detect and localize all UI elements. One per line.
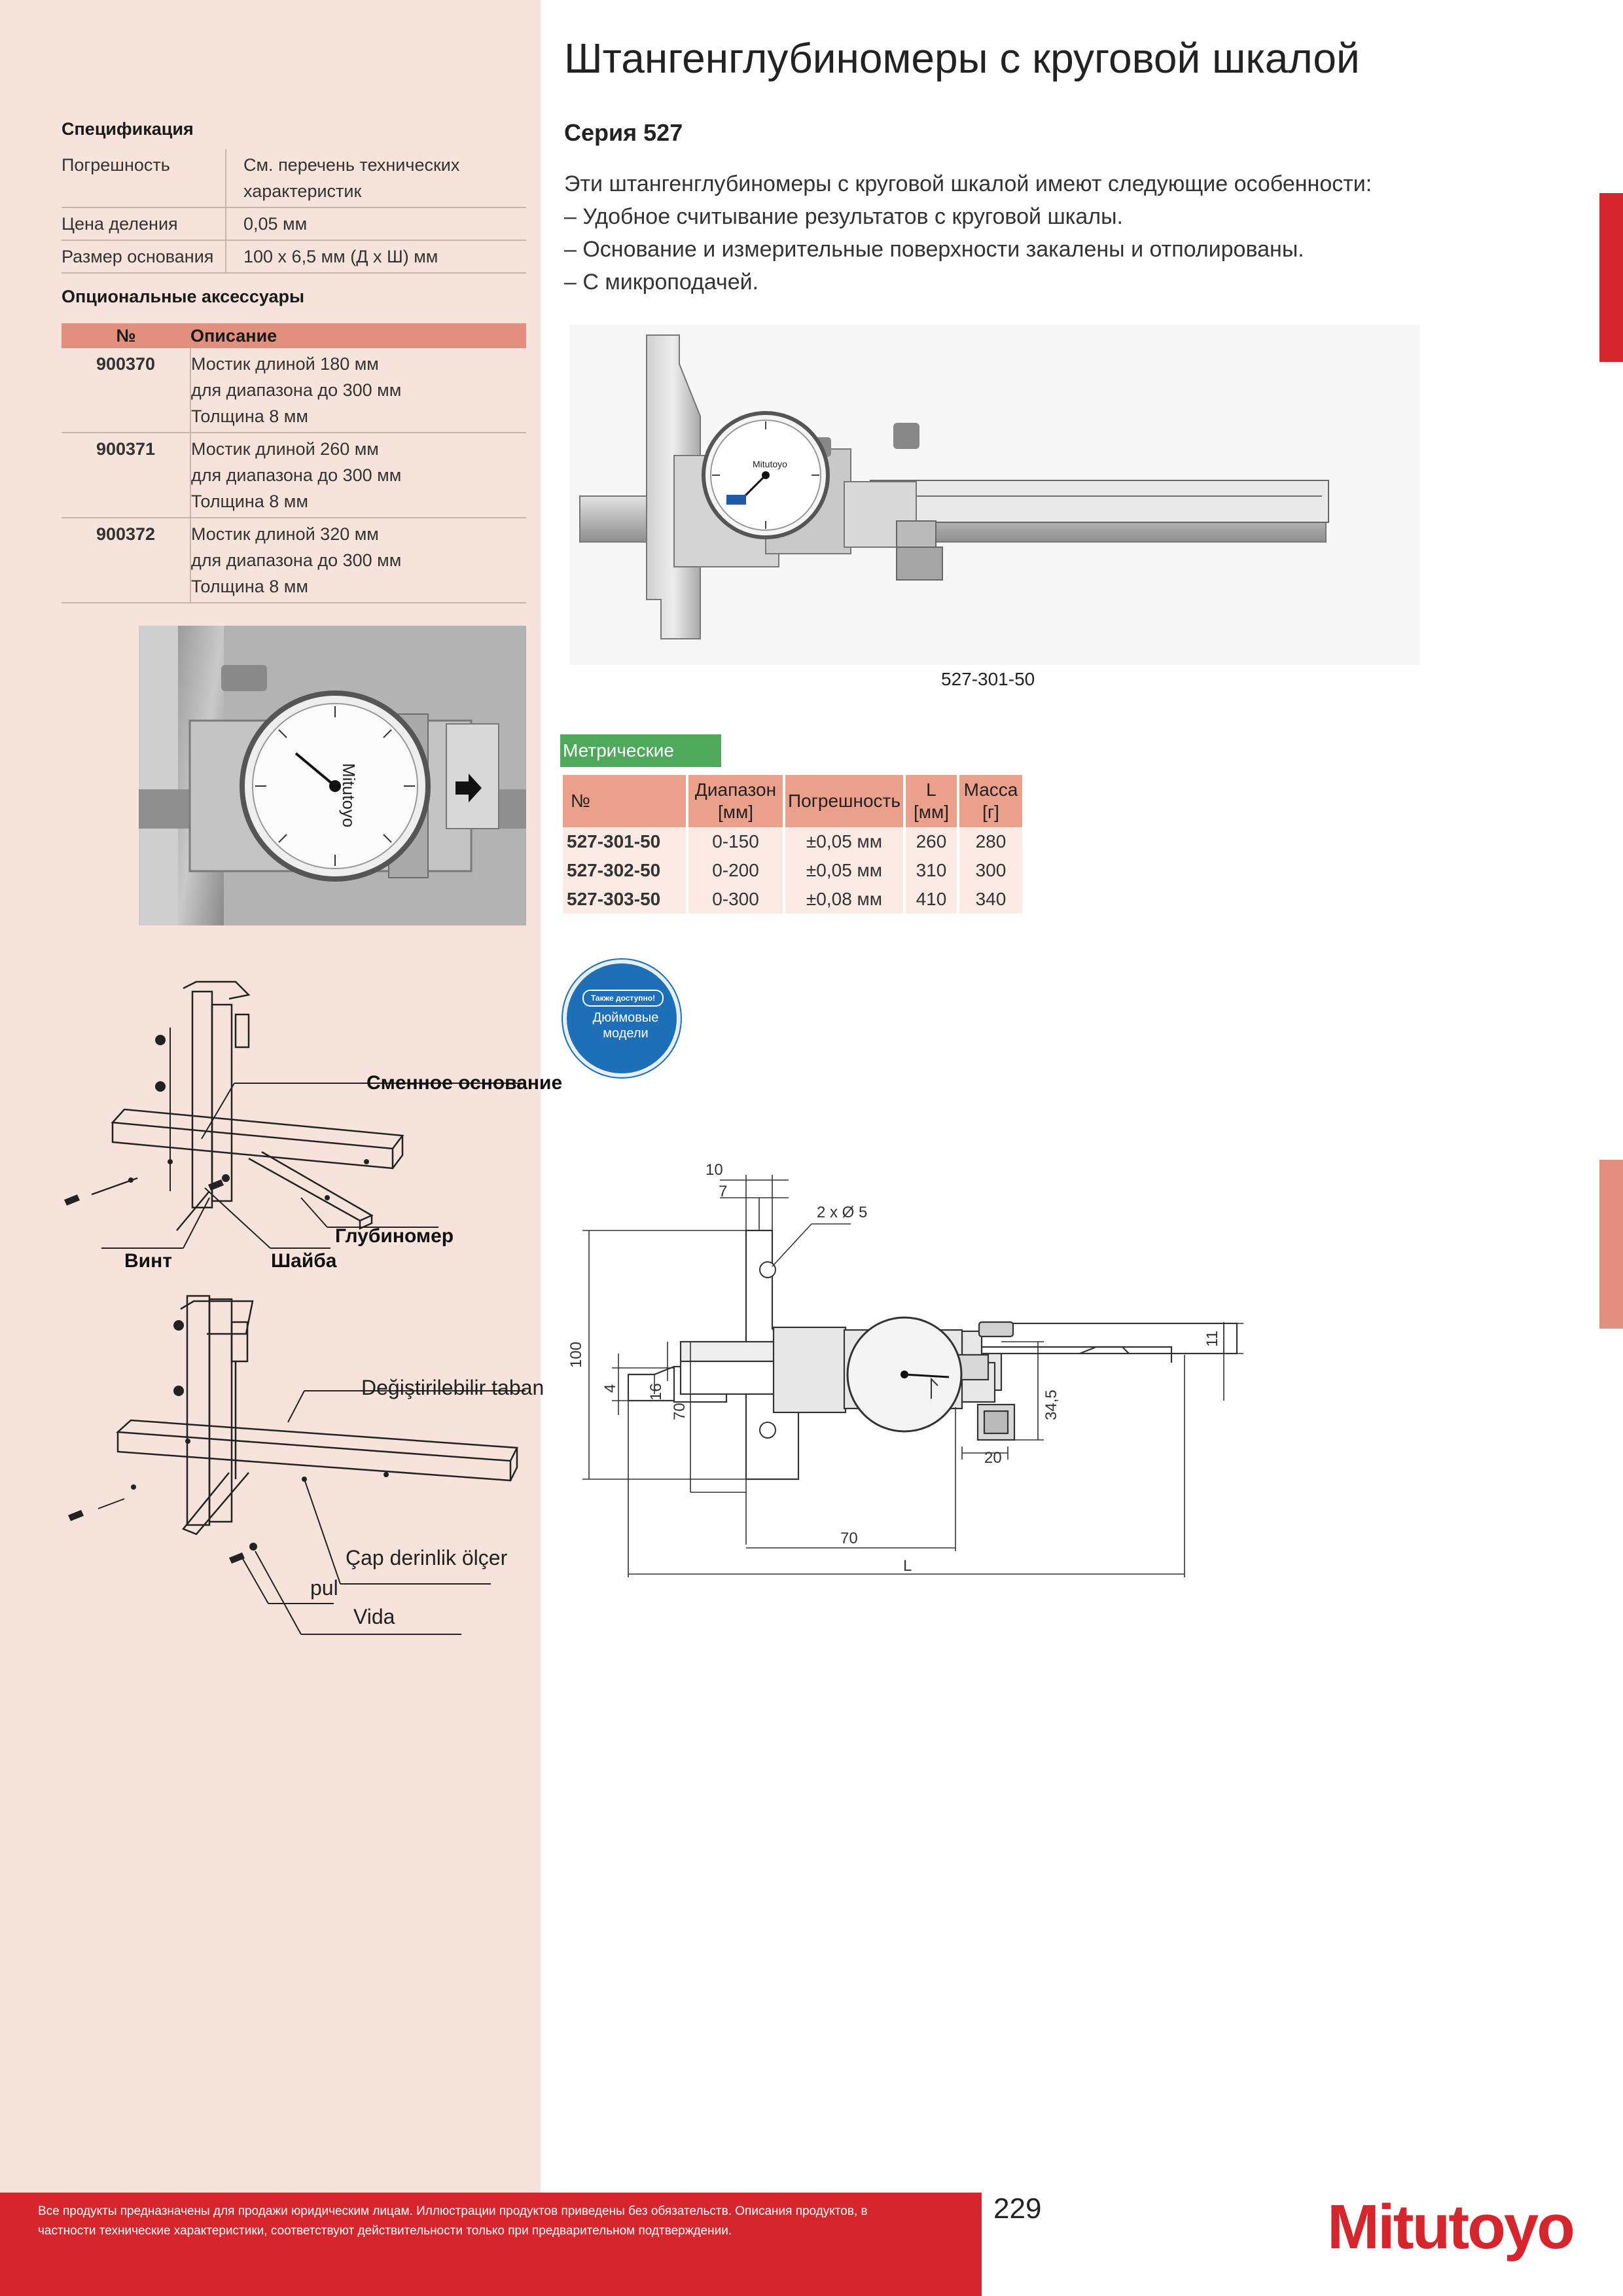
badge-line2: модели xyxy=(603,1026,649,1041)
col-mass: Масса[г] xyxy=(959,775,1022,827)
badge-top: Также доступно! xyxy=(582,990,664,1007)
dim-16: 16 xyxy=(647,1383,665,1401)
intro-bullet: – Основание и измерительные поверхности … xyxy=(564,237,1304,262)
dial-closeup-photo: Mitutoyo xyxy=(139,626,526,925)
cell-mass: 340 xyxy=(959,885,1022,914)
dim-70-horizontal: 70 xyxy=(840,1530,858,1547)
dial-brand: Mitutoyo xyxy=(339,763,359,827)
col-desc: Описание xyxy=(190,323,526,348)
cell-accuracy: ±0,05 мм xyxy=(785,856,903,885)
footer-bar: Все продукты предназначены для продажи ю… xyxy=(0,2193,982,2296)
cell-number: 527-302-50 xyxy=(563,856,686,885)
spec-label: Размер основания xyxy=(62,240,226,274)
col-range: Диапазон[мм] xyxy=(688,775,783,827)
dial-brand: Mitutoyo xyxy=(753,459,787,469)
spec-value: 100 x 6,5 мм (Д x Ш) мм xyxy=(226,240,526,274)
cell-length: 260 xyxy=(905,827,957,856)
accessory-number: 900371 xyxy=(62,433,191,518)
spec-heading: Спецификация xyxy=(62,119,194,139)
cell-length: 310 xyxy=(905,856,957,885)
intro-bullet: – С микроподачей. xyxy=(564,270,759,295)
col-no: № xyxy=(62,323,190,348)
dim-100: 100 xyxy=(567,1342,585,1368)
intro-lead: Эти штангенглубиномеры с круговой шкалой… xyxy=(564,171,1372,196)
cell-accuracy: ±0,05 мм xyxy=(785,827,903,856)
products-table: № Диапазон[мм] Погрешность L[мм] Масса[г… xyxy=(560,775,1025,914)
assembly-drawing-ru xyxy=(64,980,522,1249)
mitutoyo-logo: Mitutoyo xyxy=(1327,2192,1575,2262)
spec-row: Размер основания 100 x 6,5 мм (Д x Ш) мм xyxy=(62,240,526,274)
label-base-ru: Сменное основание xyxy=(366,1072,563,1094)
accessory-number: 900372 xyxy=(62,518,191,603)
label-gauge-ru: Глубиномер xyxy=(335,1225,454,1247)
table-row: 527-302-50 0-200 ±0,05 мм 310 300 xyxy=(563,856,1022,885)
label-screw-ru: Винт xyxy=(124,1250,172,1272)
label-gauge-tr: Çap derinlik ölçer xyxy=(346,1546,508,1570)
accessories-heading: Опциональные аксессуары xyxy=(62,287,305,306)
section-tab-red xyxy=(1599,193,1623,362)
label-screw-tr: Vida xyxy=(353,1605,395,1628)
dim-34-5: 34,5 xyxy=(1043,1390,1060,1420)
dim-4: 4 xyxy=(601,1384,619,1393)
col-length: L[мм] xyxy=(905,775,957,827)
page-number: 229 xyxy=(993,2193,1042,2225)
spec-row: Цена деления 0,05 мм xyxy=(62,207,526,241)
dimension-drawing: 10 7 2 x Ø 5 100 4 16 70 34,5 20 11 70 L xyxy=(567,1161,1243,1577)
dim-70-vertical: 70 xyxy=(671,1403,688,1420)
page-title: Штангенглубиномеры с круговой шкалой xyxy=(564,35,1360,82)
table-row: 527-303-50 0-300 ±0,08 мм 410 340 xyxy=(563,885,1022,914)
badge-line1: Дюймовые xyxy=(592,1011,659,1025)
cell-length: 410 xyxy=(905,885,957,914)
inch-models-badge: Также доступно! Дюймовые модели xyxy=(563,960,681,1077)
dim-7: 7 xyxy=(719,1183,727,1200)
intro-bullet: – Удобное считывание результатов с круго… xyxy=(564,204,1123,229)
spec-value: 0,05 мм xyxy=(226,207,526,241)
dim-holes: 2 x Ø 5 xyxy=(817,1204,867,1221)
label-washer-tr: pul xyxy=(310,1576,338,1600)
cell-range: 0-300 xyxy=(688,885,783,914)
cell-number: 527-303-50 xyxy=(563,885,686,914)
spec-label: Погрешность xyxy=(62,149,226,208)
label-base-tr: Değiştirilebilir taban xyxy=(361,1376,544,1399)
section-tab-salmon xyxy=(1599,1160,1623,1329)
cell-range: 0-150 xyxy=(688,827,783,856)
series-label: Серия 527 xyxy=(564,119,683,146)
dim-length: L xyxy=(903,1557,912,1575)
product-photo: Mitutoyo xyxy=(569,325,1420,665)
accessory-number: 900370 xyxy=(62,348,191,433)
cell-mass: 280 xyxy=(959,827,1022,856)
col-accuracy: Погрешность xyxy=(785,775,903,827)
dim-20: 20 xyxy=(984,1449,1002,1467)
metric-tag: Метрические xyxy=(560,734,721,767)
footer-disclaimer: Все продукты предназначены для продажи ю… xyxy=(38,2204,868,2238)
cell-mass: 300 xyxy=(959,856,1022,885)
intro: Эти штангенглубиномеры с круговой шкалой… xyxy=(564,168,1372,298)
dim-11: 11 xyxy=(1204,1331,1221,1347)
product-caption: 527-301-50 xyxy=(941,669,1035,689)
dim-10: 10 xyxy=(705,1161,723,1179)
spec-label: Цена деления xyxy=(62,207,226,241)
table-row: 527-301-50 0-150 ±0,05 мм 260 280 xyxy=(563,827,1022,856)
col-number: № xyxy=(563,775,686,827)
cell-accuracy: ±0,08 мм xyxy=(785,885,903,914)
cell-number: 527-301-50 xyxy=(563,827,686,856)
label-washer-ru: Шайба xyxy=(271,1250,337,1272)
cell-range: 0-200 xyxy=(688,856,783,885)
assembly-drawing-tr xyxy=(68,1295,526,1635)
